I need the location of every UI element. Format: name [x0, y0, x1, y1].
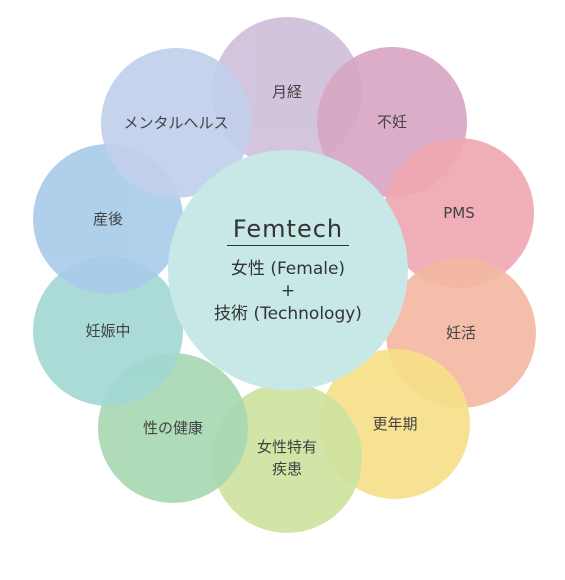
petal-label-pms: PMS [443, 203, 475, 222]
center-title: Femtech [226, 215, 350, 247]
petal-label-ninkatsu: 妊活 [445, 323, 476, 342]
femtech-center-circle: Femtech 女性 (Female) + 技術 (Technology) [168, 150, 408, 390]
petal-label-sango: 産後 [92, 209, 123, 228]
center-female-line: 女性 (Female) [230, 259, 346, 280]
center-plus: + [280, 281, 296, 302]
petal-label-konenki: 更年期 [372, 414, 418, 433]
petal-label-josei-shikkan: 女性特有 疾患 [256, 437, 317, 479]
petal-label-ninshinchu: 妊娠中 [85, 321, 131, 340]
petal-label-mental: メンタルヘルス [123, 113, 229, 132]
petal-label-sei-kenko: 性の健康 [142, 418, 203, 437]
center-technology-line: 技術 (Technology) [214, 303, 362, 324]
petal-label-gekkei: 月経 [271, 82, 302, 101]
petal-label-funin: 不妊 [376, 112, 407, 131]
